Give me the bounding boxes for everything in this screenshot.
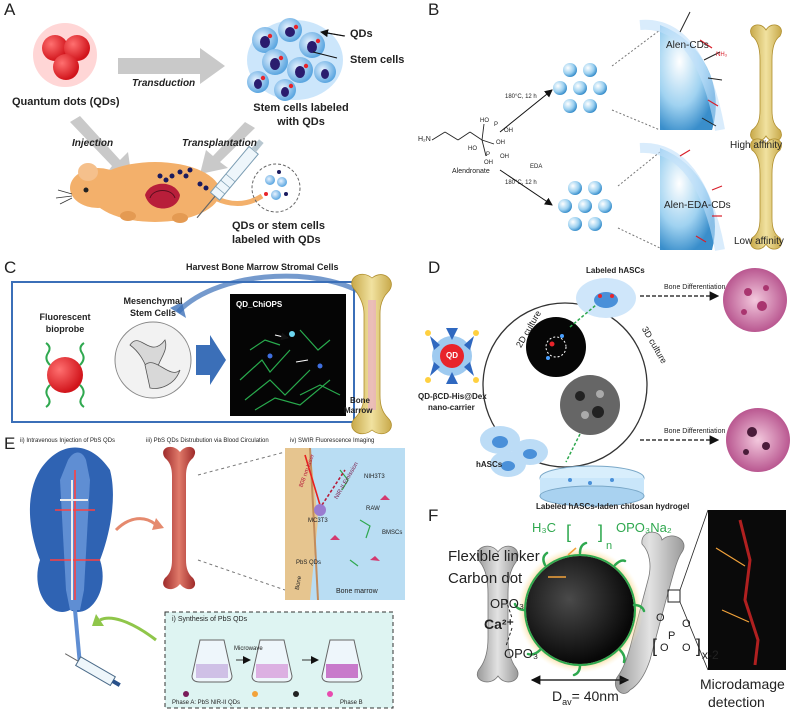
alen-cds-label: Alen-CDs: [666, 40, 709, 51]
panel-label-d: D: [428, 258, 441, 277]
o-1-label: O: [656, 612, 665, 624]
condition-1: 180°C, 12 h: [505, 94, 537, 100]
phase-a-label: Phase A: PbS NIR-II QDs: [172, 700, 241, 706]
opo3-bot-label: OPO₃: [504, 646, 539, 661]
carrier-line1: QD-βCD-His@Dex: [418, 392, 487, 401]
bone-diff-1: Bone Differentiation: [664, 284, 726, 291]
fluorescent-label: Fluorescent: [39, 312, 91, 322]
formula-bracket-open: [: [566, 522, 572, 542]
o-4-label: O: [682, 618, 691, 630]
dav-d: D: [552, 688, 563, 704]
flexible-linker-label: Flexible linker: [448, 548, 540, 565]
formula-h3c: H₃C: [532, 520, 557, 535]
panel-a-graphics: [33, 18, 346, 223]
labeled-hascs-label: Labeled hASCs: [586, 266, 645, 275]
condition-2: 180°C, 12 h: [505, 180, 537, 186]
dav-label: Dav= 40nm: [552, 688, 619, 707]
hydrogel-label: Labeled hASCs-laden chitosan hydrogel: [536, 502, 690, 511]
p-1: P: [494, 122, 499, 128]
stem-cells-c-label: Stem Cells: [129, 308, 177, 318]
x2-label: x-2: [702, 648, 719, 662]
formula-bracket-close: ]: [598, 522, 604, 542]
marrow-c-label: Marrow: [344, 406, 373, 415]
qds-or-cells-line1: QDs or stem cells: [232, 220, 325, 232]
bracket-f-open: [: [652, 636, 658, 656]
bracket-f-close: ]: [696, 636, 702, 656]
h2n-label: H₂N: [418, 136, 431, 143]
mesenchymal-label: Mesenchymal: [123, 296, 183, 306]
ho-p: HO: [468, 146, 477, 152]
qd-d-label: QD: [446, 351, 458, 360]
o-3-label: O: [682, 642, 691, 654]
hascs-label: hASCs: [476, 460, 503, 469]
dav-value: = 40nm: [571, 688, 619, 704]
panel-e-graphics: [29, 446, 405, 709]
mc3t3-label: MC3T3: [308, 518, 328, 524]
microdamage-label: Microdamage: [698, 676, 787, 692]
oh-4: OH: [500, 154, 509, 160]
step1-label: i) Synthesis of PbS QDs: [172, 616, 248, 623]
panel-d-graphics: [425, 268, 790, 507]
pbs-label: PbS QDs: [296, 560, 322, 566]
ca-label: Ca²⁺: [484, 616, 514, 632]
alendronate-label: Alendronate: [452, 168, 490, 175]
bone-diff-2: Bone Differentiation: [664, 428, 726, 435]
transduction-label: Transduction: [132, 78, 196, 89]
labeled-cells-line2: with QDs: [277, 116, 325, 128]
ho-top: HO: [480, 118, 489, 124]
labeled-cells-line1: Stem cells labeled: [253, 102, 349, 114]
qds-callout: QDs: [350, 28, 373, 40]
qds-label: Quantum dots (QDs): [12, 96, 120, 108]
step2-label: ii) Intravenous Injection of PbS QDs: [20, 438, 116, 444]
p-f-label: P: [668, 630, 676, 642]
panel-label-f: F: [428, 506, 439, 525]
low-affinity-label: Low affinity: [734, 236, 784, 247]
panel-label-c: C: [4, 258, 17, 277]
carrier-line2: nano-carrier: [428, 403, 475, 412]
transplantation-label: Transplantation: [182, 138, 257, 149]
nh3-label: NH₃: [716, 52, 728, 58]
raw-label: RAW: [366, 506, 380, 512]
harvest-label: Harvest Bone Marrow Stromal Cells: [186, 262, 339, 272]
detection-label: detection: [706, 694, 767, 710]
nih3t3-label: NIH3T3: [364, 474, 385, 480]
formula-opo3: OPO₃Na₂: [616, 520, 672, 535]
bmscs-label: BMSCs: [382, 530, 403, 536]
qd-chiops-label: QD_ChiOPS: [236, 300, 283, 309]
oh-1: OH: [504, 128, 513, 134]
alen-eda-cds-label: Alen-EDA-CDs: [664, 200, 731, 211]
phase-b-label: Phase B: [340, 700, 363, 706]
panel-c-graphics: [11, 273, 392, 435]
panel-label-b: B: [428, 0, 440, 19]
eda-label: EDA: [530, 164, 543, 170]
injection-label: Injection: [72, 138, 114, 149]
opo3-top-label: OPO₃: [490, 596, 525, 611]
step3-label: iii) PbS QDs Distrubution via Blood Circ…: [146, 438, 269, 444]
high-affinity-label: High affinity: [730, 140, 783, 151]
microwave-label: Microwave: [234, 646, 263, 652]
qds-or-cells-line2: labeled with QDs: [232, 234, 321, 246]
panel-label-a: A: [4, 0, 16, 19]
stem-cells-callout: Stem cells: [350, 54, 405, 66]
o-2-label: O: [660, 642, 669, 654]
bone-marrow-e-label: Bone marrow: [336, 588, 378, 595]
panel-label-e: E: [4, 434, 16, 453]
step4-label: iv) SWIR Fluorescence Imaging: [290, 438, 375, 444]
dav-sub: av: [562, 696, 572, 707]
oh-2: OH: [496, 140, 505, 146]
panel-b-graphics: [431, 11, 782, 251]
carbon-dot-label: Carbon dot: [448, 570, 523, 587]
oh-3: OH: [484, 160, 493, 166]
p-2: P: [486, 152, 491, 158]
bone-c-label: Bone: [350, 396, 370, 405]
bioprobe-label: bioprobe: [45, 324, 85, 334]
formula-n: n: [606, 540, 613, 552]
panel-f-graphics: [477, 509, 786, 694]
